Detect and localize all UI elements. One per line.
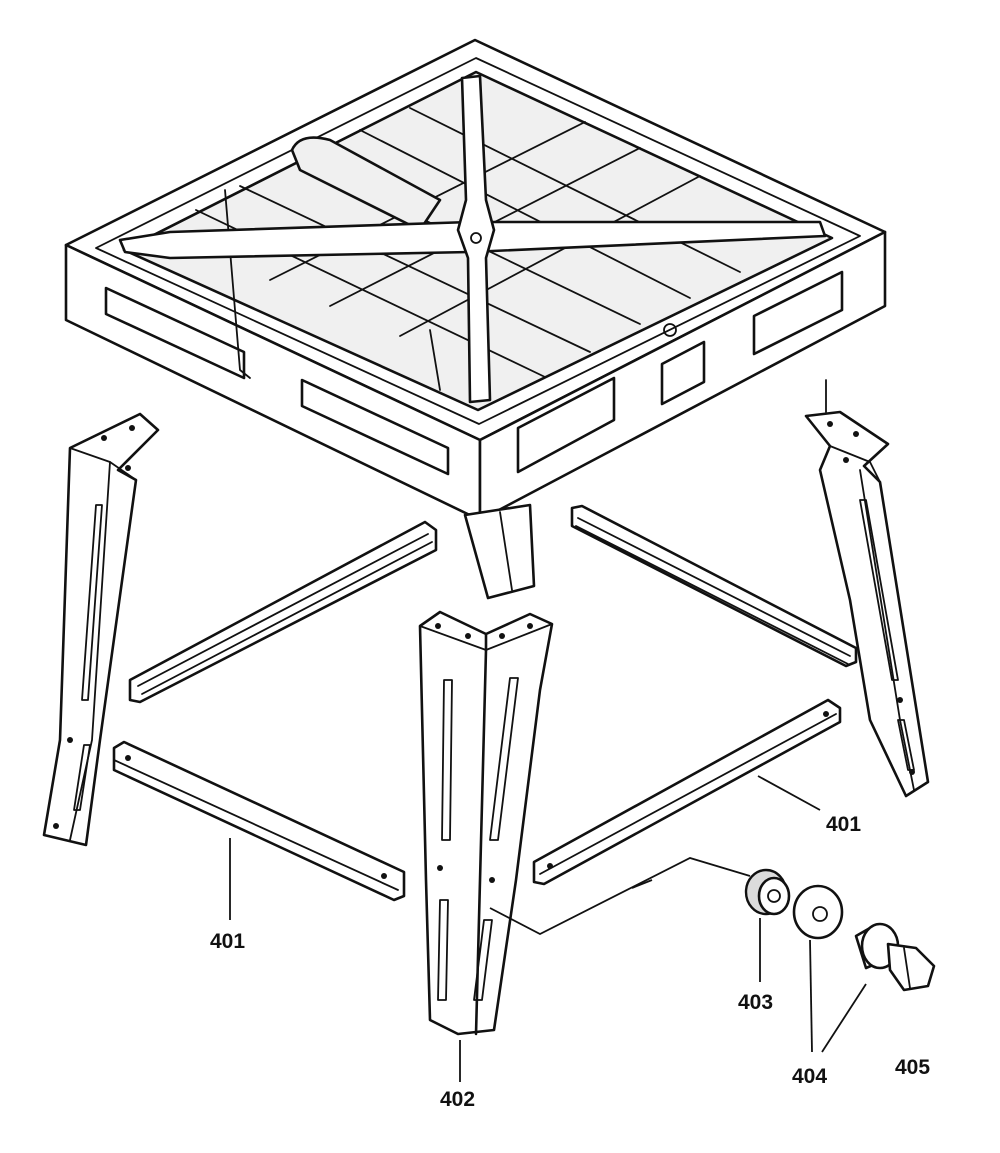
nut-403	[744, 868, 791, 916]
brace-front-right	[532, 698, 842, 886]
callout-401-left: 401	[210, 930, 245, 953]
leader-lines	[229, 775, 867, 1082]
table-frame	[64, 38, 887, 600]
leg-right	[804, 379, 930, 798]
callout-401-right: 401	[826, 813, 861, 836]
bolt-405	[854, 922, 936, 992]
callout-402: 402	[440, 1088, 475, 1111]
washer-404	[792, 884, 844, 940]
leg-left	[42, 412, 160, 847]
callout-404: 404	[792, 1065, 827, 1088]
brace-front-left	[112, 740, 406, 902]
brace-rear-right	[570, 504, 858, 668]
brace-rear-left	[128, 520, 438, 704]
leg-front	[418, 610, 554, 1036]
callout-405: 405	[895, 1056, 930, 1079]
callout-403: 403	[738, 991, 773, 1014]
